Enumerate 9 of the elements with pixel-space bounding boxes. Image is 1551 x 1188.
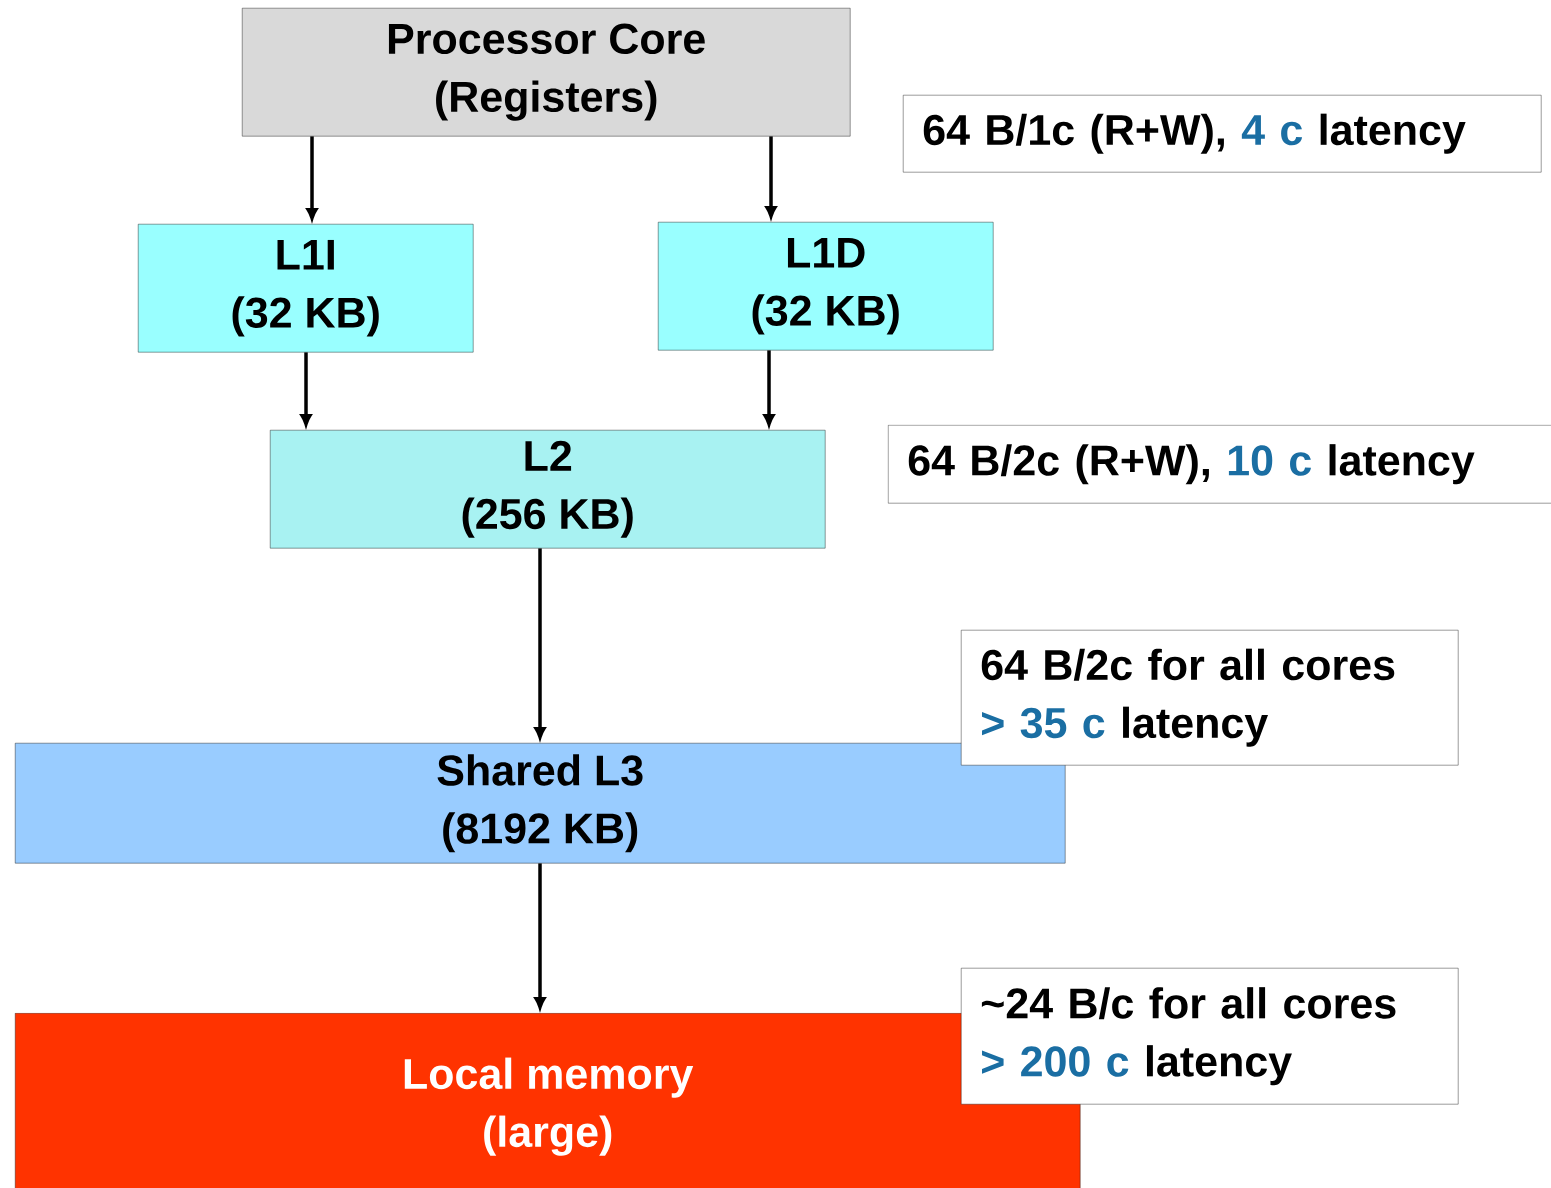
annotation-box: 64 B/1c (R+W), 4 c latency [903, 95, 1542, 173]
cache-box: L2 (256 KB) [270, 430, 826, 549]
processor-box: Processor Core (Registers) [242, 8, 851, 137]
annotation-box: 64 B/2c (R+W), 10 c latency [888, 425, 1551, 504]
annotation-box: ~24 B/c for all cores > 200 c latency [961, 968, 1459, 1105]
annotation-box: 64 B/2c for all cores > 35 c latency [961, 630, 1459, 766]
cache-box: L1D (32 KB) [658, 222, 994, 351]
cache-box: Shared L3 (8192 KB) [15, 743, 1066, 864]
cache-box: L1I (32 KB) [138, 224, 474, 353]
